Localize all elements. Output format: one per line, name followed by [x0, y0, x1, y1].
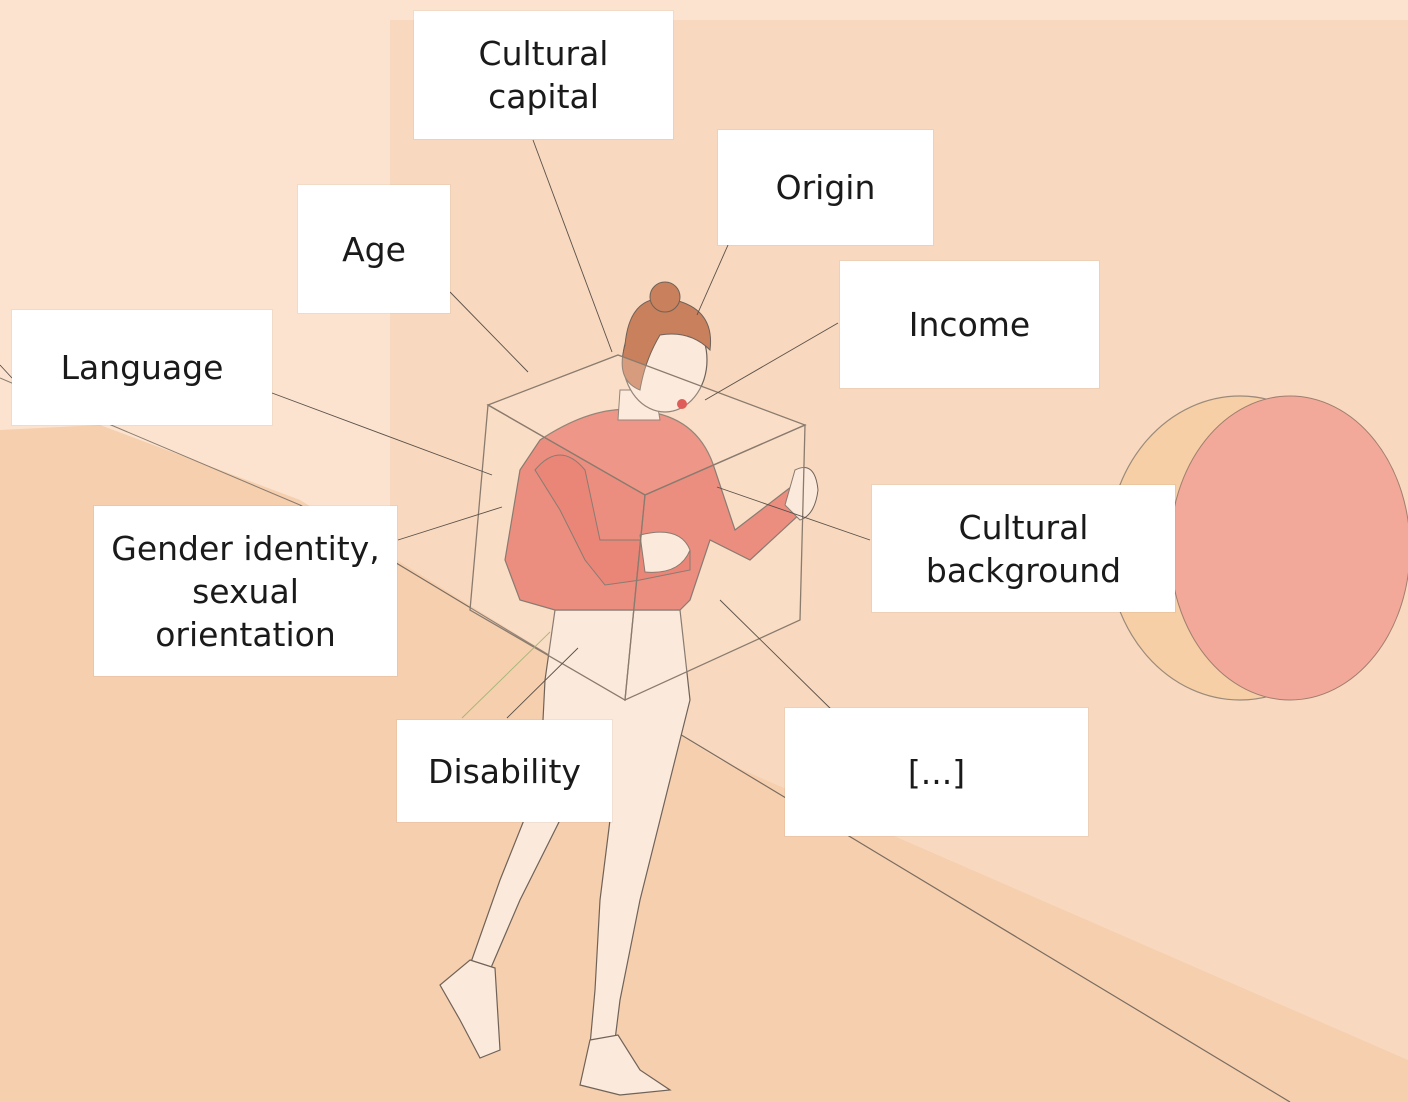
label-cultural-background: Cultural background — [872, 485, 1175, 612]
label-cultural-background-text: Cultural background — [926, 506, 1121, 592]
label-origin-text: Origin — [776, 166, 876, 209]
label-more: [...] — [785, 708, 1088, 836]
label-origin: Origin — [718, 130, 933, 245]
label-language: Language — [12, 310, 272, 425]
label-cultural-capital: Cultural capital — [414, 11, 673, 139]
label-gender-identity: Gender identity, sexual orientation — [94, 506, 397, 676]
label-age: Age — [298, 185, 450, 313]
label-language-text: Language — [61, 346, 224, 389]
label-disability-text: Disability — [428, 750, 581, 793]
label-income-text: Income — [909, 303, 1030, 346]
label-cultural-capital-text: Cultural capital — [479, 32, 609, 118]
label-disability: Disability — [397, 720, 612, 822]
label-gender-identity-text: Gender identity, sexual orientation — [111, 527, 380, 656]
label-income: Income — [840, 261, 1099, 388]
label-more-text: [...] — [908, 751, 965, 794]
label-age-text: Age — [342, 228, 406, 271]
